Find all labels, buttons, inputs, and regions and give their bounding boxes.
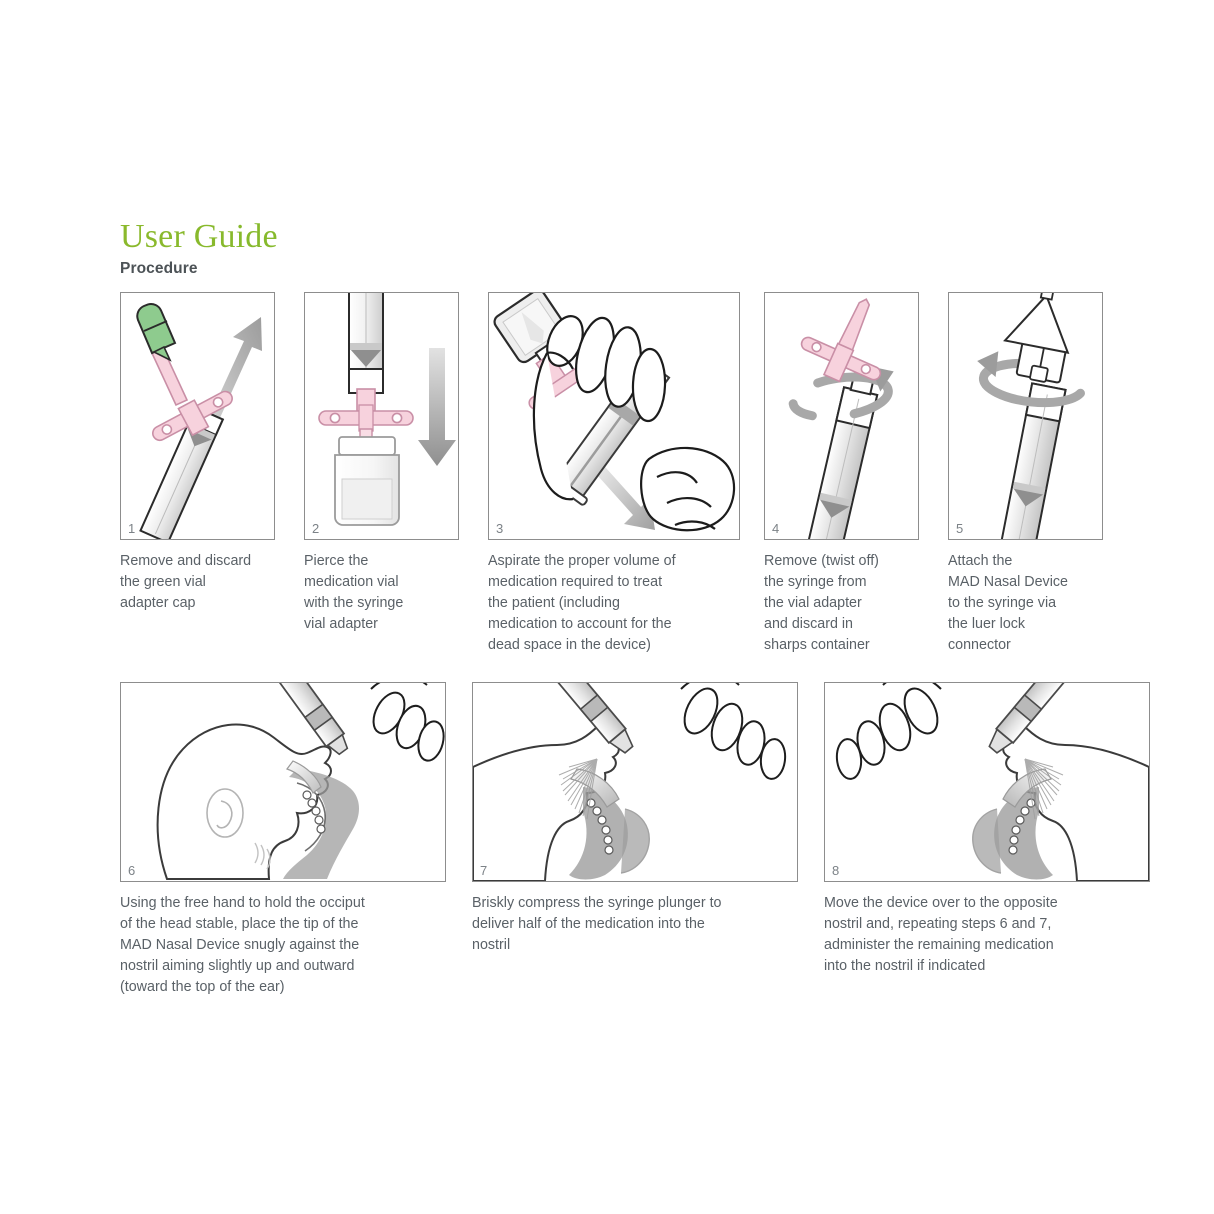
procedure-step-3: 3 Aspirate the proper volume of medicati… <box>488 292 740 656</box>
procedure-step-2: 2 Pierce the medication vial with the sy… <box>304 292 464 635</box>
step-number: 3 <box>496 521 504 536</box>
step-number: 8 <box>832 863 840 878</box>
step-caption: Pierce the medication vial with the syri… <box>304 553 404 632</box>
step-caption: Move the device over to the opposite nos… <box>824 895 1058 974</box>
step-number: 4 <box>772 521 780 536</box>
step-2-illustration-frame: 2 <box>304 292 459 540</box>
hands-aspirating-icon <box>493 293 736 532</box>
procedure-row-top: 1 Remove and discard the green vial adap… <box>120 292 1103 656</box>
procedure-row-bottom: 6 Using the free hand to hold the occipu… <box>120 682 1150 998</box>
vial-pierce-icon <box>318 293 456 526</box>
step-4-illustration-frame: 4 <box>764 292 919 540</box>
page-title: User Guide <box>120 218 1090 256</box>
step-7-illustration-frame: 7 <box>472 682 798 882</box>
atomized-spray-nostril-icon <box>473 683 787 881</box>
syringe-green-cap-icon <box>136 302 262 539</box>
step-caption: Using the free hand to hold the occiput … <box>120 895 365 995</box>
guide-content: User Guide Procedure <box>120 218 1150 998</box>
step-caption: Aspirate the proper volume of medication… <box>488 553 676 653</box>
step-8-illustration-frame: 8 <box>824 682 1150 882</box>
step-caption: Remove and discard the green vial adapte… <box>120 553 252 611</box>
step-caption: Remove (twist off) the syringe from the … <box>764 553 879 653</box>
step-caption: Briskly compress the syringe plunger to … <box>472 895 722 953</box>
procedure-step-4: 4 Remove (twist off) the syringe from th… <box>764 292 924 656</box>
opposite-nostril-spray-icon <box>835 683 1149 881</box>
step-5-illustration-frame: 5 <box>948 292 1103 540</box>
section-subtitle: Procedure <box>120 260 198 277</box>
twist-off-adapter-icon <box>788 298 894 539</box>
procedure-step-1: 1 Remove and discard the green vial adap… <box>120 292 280 614</box>
step-number: 5 <box>956 521 964 536</box>
procedure-step-6: 6 Using the free hand to hold the occipu… <box>120 682 450 998</box>
step-number: 6 <box>128 863 136 878</box>
attach-mad-nasal-device-icon <box>977 293 1088 539</box>
procedure-step-5: 5 Attach the MAD Nasal Device to the syr… <box>948 292 1108 656</box>
step-3-illustration-frame: 3 <box>488 292 740 540</box>
step-6-illustration-frame: 6 <box>120 682 446 882</box>
procedure-step-7: 7 Briskly compress the syringe plunger t… <box>472 682 802 956</box>
step-1-illustration-frame: 1 <box>120 292 275 540</box>
head-nostril-placement-icon <box>156 683 445 880</box>
step-caption: Attach the MAD Nasal Device to the syrin… <box>948 553 1068 653</box>
step-number: 1 <box>128 521 136 536</box>
procedure-step-8: 8 Move the device over to the opposite n… <box>824 682 1154 977</box>
step-number: 2 <box>312 521 320 536</box>
step-number: 7 <box>480 863 488 878</box>
